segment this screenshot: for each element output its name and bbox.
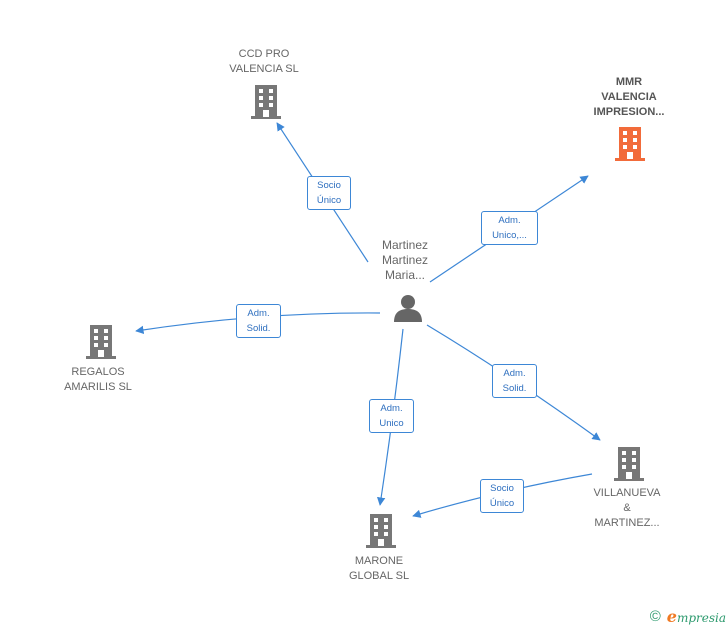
edge-label-ccd[interactable]: Socio Único <box>307 176 351 210</box>
person-label[interactable]: Martinez Martinez Maria... <box>381 238 428 282</box>
node-label-villanueva[interactable]: VILLANUEVA & MARTINEZ... <box>593 487 661 529</box>
building-icon[interactable] <box>366 514 396 548</box>
node-label-mmr[interactable]: MMR VALENCIA IMPRESION... <box>593 76 665 118</box>
brand-logo: empresia <box>666 607 726 626</box>
building-icon[interactable] <box>86 325 116 359</box>
copyright-icon: © <box>649 608 661 625</box>
node-label-ccd[interactable]: CCD PRO VALENCIA SL <box>229 48 299 75</box>
building-icon[interactable] <box>614 447 644 481</box>
footer-brand: © empresia <box>650 607 726 626</box>
building-icon[interactable] <box>251 85 281 119</box>
edge-label-marone[interactable]: Adm. Unico <box>369 399 414 433</box>
node-label-marone[interactable]: MARONE GLOBAL SL <box>348 555 410 582</box>
building-icon[interactable] <box>615 127 645 161</box>
edge-label-villanueva-marone[interactable]: Socio Único <box>480 479 524 513</box>
person-icon[interactable] <box>392 293 424 323</box>
edge-label-mmr[interactable]: Adm. Unico,... <box>481 211 538 245</box>
node-label-regalos[interactable]: REGALOS AMARILIS SL <box>64 366 132 393</box>
edge-label-villanueva[interactable]: Adm. Solid. <box>492 364 537 398</box>
edge-label-regalos[interactable]: Adm. Solid. <box>236 304 281 338</box>
